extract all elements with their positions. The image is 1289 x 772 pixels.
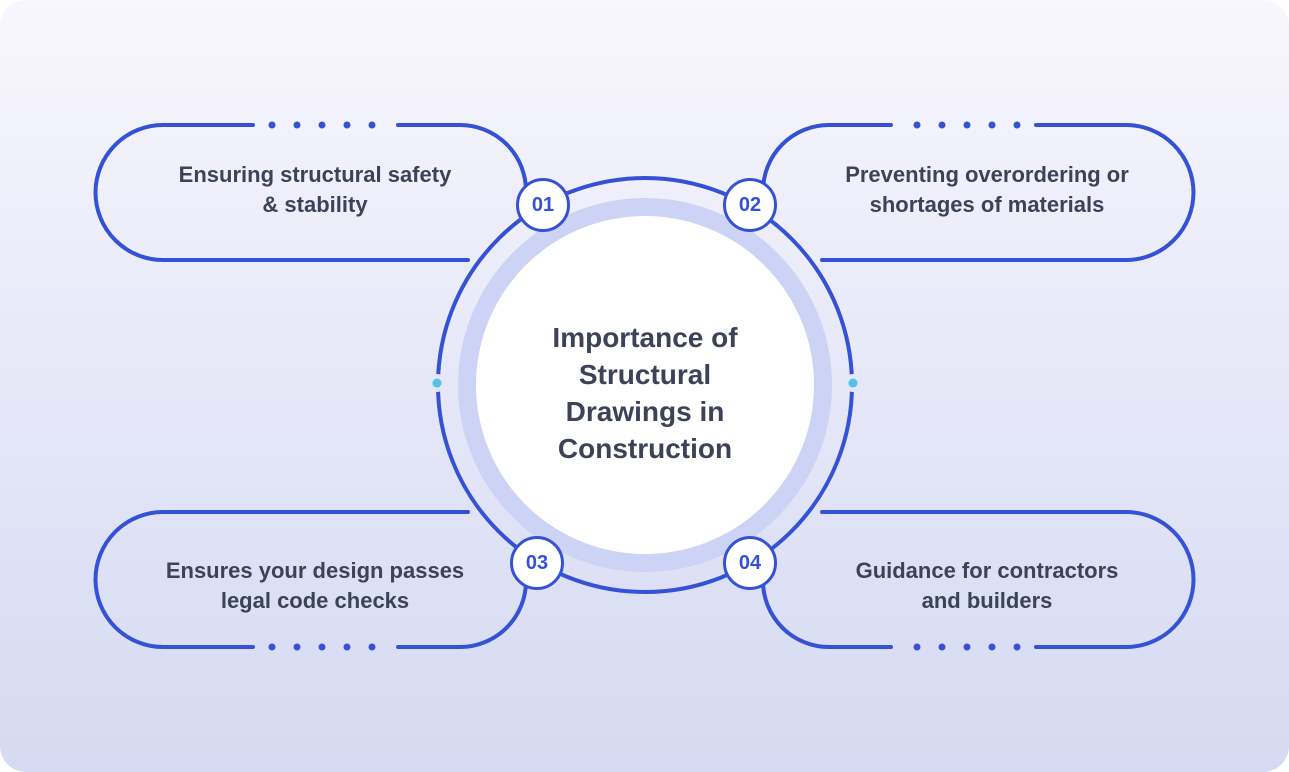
bracket-bottom-right-outline [820,510,1196,649]
bracket-top-left-outline [93,123,470,262]
dotted-segment-bottom-left [268,643,376,651]
bracket-top-left-connector [396,123,528,193]
dotted-segment-top-right [913,121,1021,129]
bracket-bottom-left-outline [93,510,470,649]
bracket-top-right-outline [820,123,1196,262]
center-inner-circle [458,198,832,572]
item-label-3: Ensures your design passes legal code ch… [165,558,465,613]
badge-01: 01 [516,178,570,232]
right-accent-dot-icon [848,378,858,388]
badge-04: 04 [723,536,777,590]
item-label-1: Ensuring structural safety & stability [178,162,452,217]
badge-02: 02 [723,178,777,232]
left-accent-dot-icon [432,378,442,388]
bracket-bottom-right-connector [761,579,893,649]
center-title: Importance of Structural Drawings in Con… [552,322,738,464]
badge-03: 03 [510,536,564,590]
dotted-segment-top-left [268,121,376,129]
bracket-bottom-left-connector [396,579,528,649]
item-label-2: Preventing overordering or shortages of … [845,162,1129,217]
dotted-segment-bottom-right [913,643,1021,651]
item-label-4: Guidance for contractors and builders [855,558,1119,613]
bracket-top-right-connector [761,123,893,193]
